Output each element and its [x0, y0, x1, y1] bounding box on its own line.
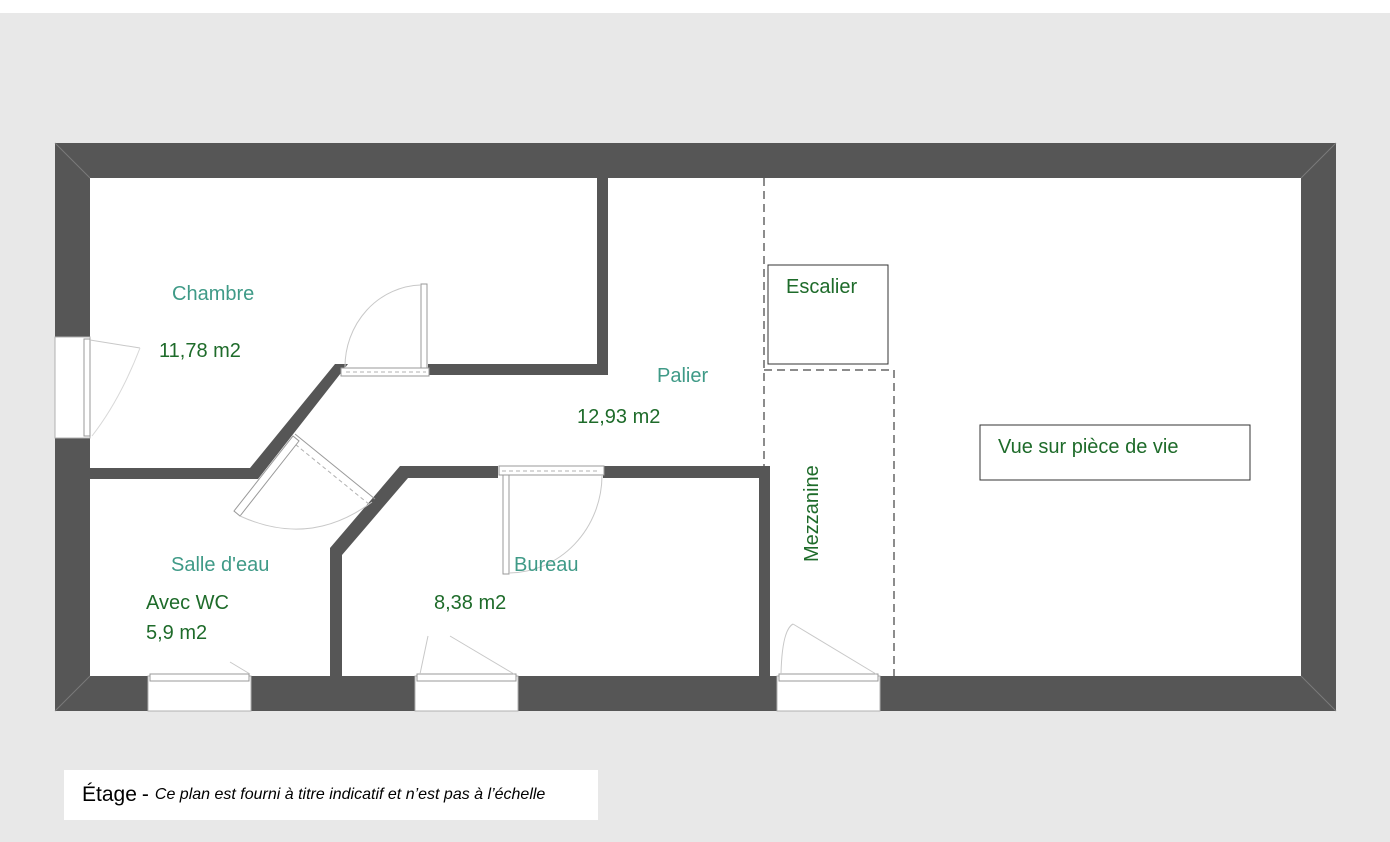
door-bureau [498, 465, 605, 575]
room-area-salle-eau: 5,9 m2 [146, 622, 208, 644]
caption-title: Étage [82, 783, 137, 806]
room-name-escalier: Escalier [786, 276, 858, 298]
caption-separator: - [141, 783, 149, 806]
door-chambre [340, 283, 430, 377]
view-label: Vue sur pièce de vie [998, 436, 1179, 458]
caption-note: Ce plan est fourni à titre indicatif et … [154, 786, 546, 803]
room-note-salle-eau: Avec WC [146, 592, 229, 614]
room-name-salle-eau: Salle d'eau [171, 554, 270, 576]
wall-corner-lines [54, 142, 1337, 712]
wall-chambre-right [597, 178, 608, 375]
escalier-box [767, 264, 889, 365]
room-name-palier: Palier [657, 365, 709, 387]
room-area-chambre: 11,78 m2 [159, 340, 241, 362]
door-salle-eau [233, 433, 376, 530]
window-salle-eau [147, 661, 252, 712]
plan-caption: Étage - Ce plan est fourni à titre indic… [64, 770, 598, 820]
room-name-chambre: Chambre [172, 283, 255, 305]
window-chambre [54, 336, 141, 439]
room-area-palier: 12,93 m2 [577, 406, 661, 428]
mezzanine-boundary [763, 178, 895, 676]
wall-chambre-diagonal [90, 364, 348, 479]
window-mezzanine [776, 623, 881, 712]
wall-bureau-diagonal [330, 466, 498, 676]
wall-chambre-bottom-right [428, 364, 608, 375]
room-name-bureau: Bureau [514, 554, 579, 576]
wall-bureau-top [603, 466, 770, 478]
room-area-bureau: 8,38 m2 [434, 592, 507, 614]
window-bureau [414, 635, 519, 712]
view-box [979, 424, 1251, 481]
wall-bureau-right [759, 466, 770, 676]
room-name-mezzanine: Mezzanine [801, 465, 823, 562]
